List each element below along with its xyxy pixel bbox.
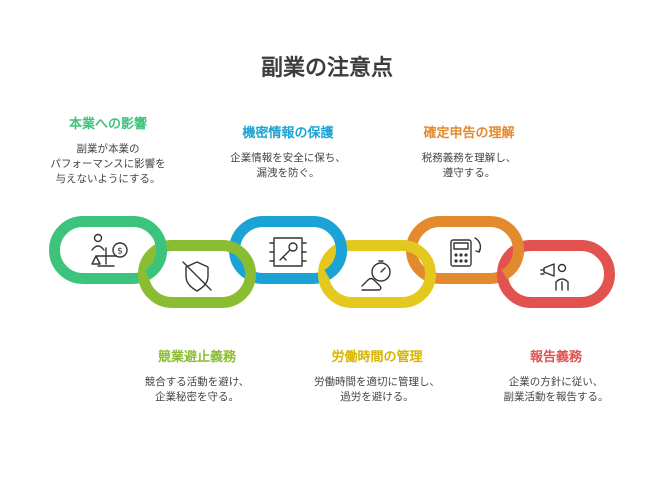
item-description: 企業情報を安全に保ち、 漏洩を防ぐ。 (230, 152, 346, 179)
item-heading: 機密情報の保護 (242, 126, 334, 141)
person-scale-dollar-icon: $ (91, 233, 128, 267)
item-heading: 労働時間の管理 (331, 350, 423, 365)
item-heading: 本業への影響 (68, 117, 147, 132)
key-frame-icon (269, 237, 307, 267)
item-working-hours: 労働時間の管理 労働時間を適切に管理し、 過労を避ける。 (277, 346, 477, 405)
page-title: 副業の注意点 (260, 56, 393, 81)
shield-slash-icon (182, 261, 212, 292)
item-description: 競合する活動を避け、 企業秘密を守る。 (144, 376, 250, 403)
calculator-refresh-icon (450, 237, 482, 267)
item-description: 税務義務を理解し、 遵守する。 (421, 152, 517, 179)
item-heading: 報告義務 (529, 350, 582, 365)
item-honsho-impact: 本業への影響 副業が本業の パフォーマンスに影響を 与えないようにする。 (8, 113, 208, 187)
item-description: 労働時間を適切に管理し、 過労を避ける。 (314, 376, 440, 403)
item-description: 副業が本業の パフォーマンスに影響を 与えないようにする。 (50, 143, 166, 185)
chain-link-1-overlap (144, 238, 167, 280)
item-heading: 確定申告の理解 (423, 126, 515, 141)
megaphone-person-icon (540, 263, 569, 291)
chain-link-5-overlap (501, 238, 524, 280)
chain-link-3-overlap (324, 238, 347, 280)
svg-text:$: $ (117, 247, 123, 257)
item-reporting-duty: 報告義務 企業の方針に従い、 副業活動を報告する。 (456, 346, 654, 405)
chain-link-6 (497, 240, 615, 308)
chain-link-2 (138, 240, 256, 308)
item-heading: 競業避止義務 (157, 350, 236, 365)
chain-link-4 (318, 240, 436, 308)
item-confidential-info: 機密情報の保護 企業情報を安全に保ち、 漏洩を防ぐ。 (188, 122, 388, 181)
item-non-compete: 競業避止義務 競合する活動を避け、 企業秘密を守る。 (97, 346, 297, 405)
item-tax-return: 確定申告の理解 税務義務を理解し、 遵守する。 (369, 122, 569, 181)
hand-stopwatch-icon (361, 260, 391, 291)
item-description: 企業の方針に従い、 副業活動を報告する。 (503, 376, 609, 403)
